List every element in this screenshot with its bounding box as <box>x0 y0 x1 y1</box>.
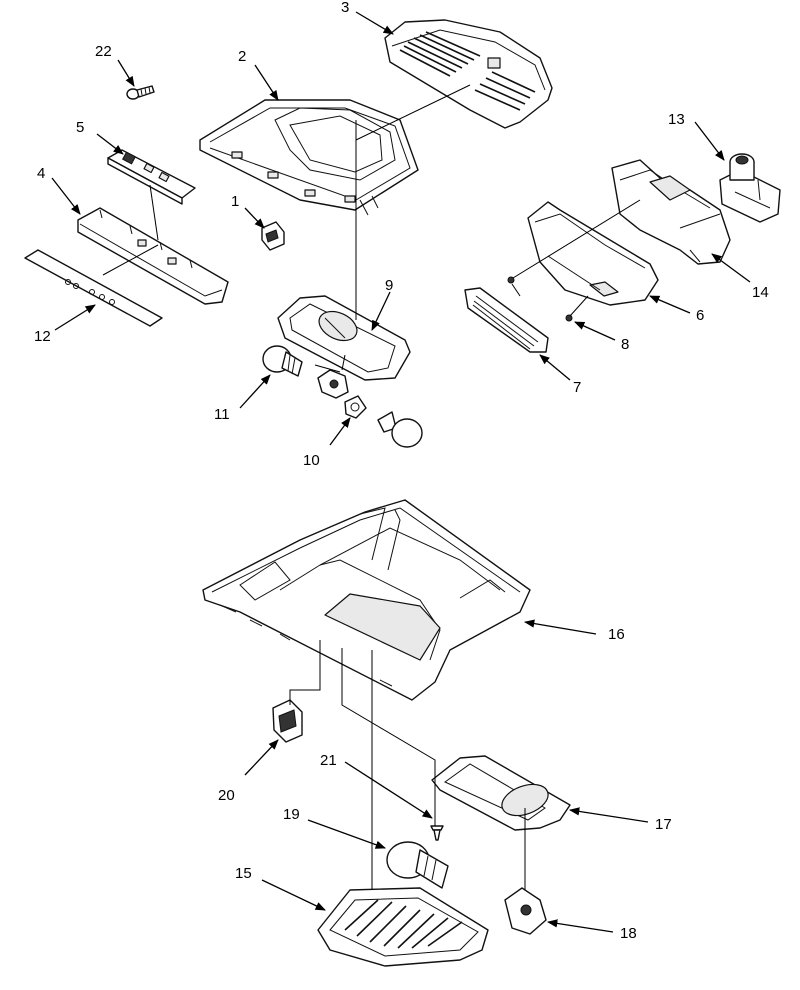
callout-3: 3 <box>341 0 349 16</box>
callout-12: 12 <box>34 328 51 345</box>
callout-11: 11 <box>214 406 230 423</box>
part-18-socket <box>504 887 547 935</box>
part-12-overlay <box>24 249 163 327</box>
part-14-rear-module <box>611 159 731 265</box>
callout-19: 19 <box>283 806 300 823</box>
callout-5: 5 <box>76 119 84 136</box>
callout-8: 8 <box>621 336 629 353</box>
part-10-socket <box>317 369 367 419</box>
callout-22: 22 <box>95 43 112 60</box>
part-22-screw <box>126 85 155 100</box>
callout-17: 17 <box>655 816 672 833</box>
callout-13: 13 <box>668 111 685 128</box>
part-6-front-housing <box>527 201 659 306</box>
callout-21: 21 <box>320 752 337 769</box>
part-17-lamp-cover <box>431 755 571 831</box>
part-9-lamp-housing <box>277 295 411 381</box>
part-19-bulb <box>386 841 449 889</box>
part-21-screw <box>430 825 444 841</box>
part-3-vent-cover <box>384 19 553 129</box>
vent-tab <box>487 57 501 69</box>
bulb-lower <box>377 411 423 448</box>
callout-10: 10 <box>303 452 320 469</box>
part-15-grille-tray <box>317 887 489 967</box>
callout-18: 18 <box>620 925 637 942</box>
callout-14: 14 <box>752 284 769 301</box>
part-11-bulb <box>262 345 303 377</box>
assembly-guide-lines <box>102 84 641 890</box>
part-4-control-housing <box>77 207 229 305</box>
callout-16: 16 <box>608 626 625 643</box>
part-7-front-grille <box>464 287 549 353</box>
callout-6: 6 <box>696 307 704 324</box>
part-16-main-housing <box>202 499 531 701</box>
callout-1: 1 <box>231 193 239 210</box>
part-8-screws <box>507 276 573 322</box>
callout-labels: 1 2 3 4 5 6 7 8 9 10 11 12 13 14 15 16 1… <box>34 0 769 942</box>
part-1-switch <box>261 221 285 251</box>
part-20-switch <box>272 699 303 743</box>
callout-7: 7 <box>573 379 581 396</box>
part-2-top-frame <box>199 99 419 216</box>
callout-4: 4 <box>37 165 45 182</box>
callout-15: 15 <box>235 865 252 882</box>
callout-9: 9 <box>385 277 393 294</box>
part-5-control-board <box>107 149 196 205</box>
callout-20: 20 <box>218 787 235 804</box>
callout-2: 2 <box>238 48 246 65</box>
part-13-damper-motor <box>719 153 781 223</box>
leader-arrows <box>51 11 751 933</box>
